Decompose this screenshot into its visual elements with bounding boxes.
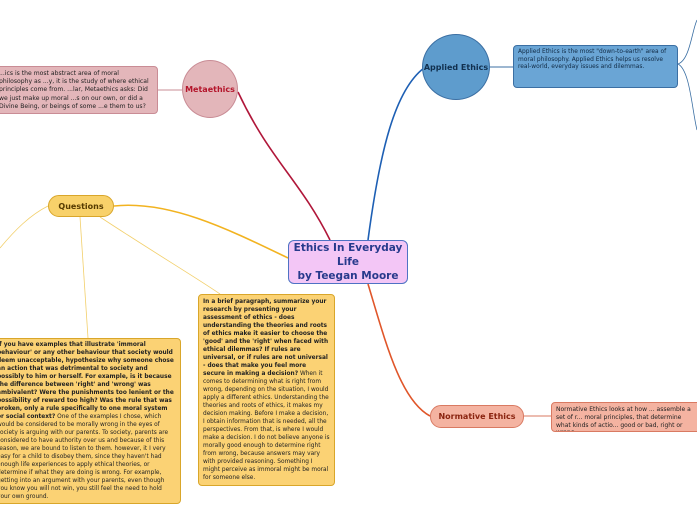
- central-topic[interactable]: Ethics In Everyday Life by Teegan Moore: [288, 240, 408, 284]
- question-2-answer: When it comes to determining what is rig…: [203, 371, 330, 481]
- question-2-prompt: In a brief paragraph, summarize your res…: [203, 299, 329, 377]
- connector-questions: [113, 204, 289, 259]
- applied-ethics-note[interactable]: Applied Ethics is the most "down-to-eart…: [513, 45, 678, 88]
- question-1-prompt: If you have examples that illustrate 'im…: [0, 342, 174, 420]
- question-1-answer: One of the examples I chose, which would…: [0, 414, 169, 500]
- connector-applied-extra: [677, 19, 697, 131]
- connector-questions-q1: [79, 216, 89, 339]
- question-2-note[interactable]: In a brief paragraph, summarize your res…: [198, 294, 335, 486]
- applied-ethics-node[interactable]: Applied Ethics: [422, 34, 490, 100]
- question-1-note[interactable]: If you have examples that illustrate 'im…: [0, 338, 181, 504]
- central-topic-author: by Teegan Moore: [297, 270, 399, 282]
- metaethics-node[interactable]: Metaethics: [182, 60, 238, 118]
- questions-node[interactable]: Questions: [48, 195, 114, 217]
- connector-applied: [367, 67, 425, 241]
- connector-metaethics: [237, 91, 331, 241]
- metaethics-note[interactable]: ...ics is the most abstract area of mora…: [0, 66, 158, 114]
- connector-questions-q2: [99, 216, 221, 295]
- central-topic-title: Ethics In Everyday Life: [293, 242, 403, 268]
- normative-ethics-node[interactable]: Normative Ethics: [430, 405, 524, 428]
- connector-normative: [367, 283, 431, 417]
- normative-ethics-note[interactable]: Normative Ethics looks at how ... assemb…: [551, 402, 697, 432]
- connector-questions-left: [0, 205, 49, 249]
